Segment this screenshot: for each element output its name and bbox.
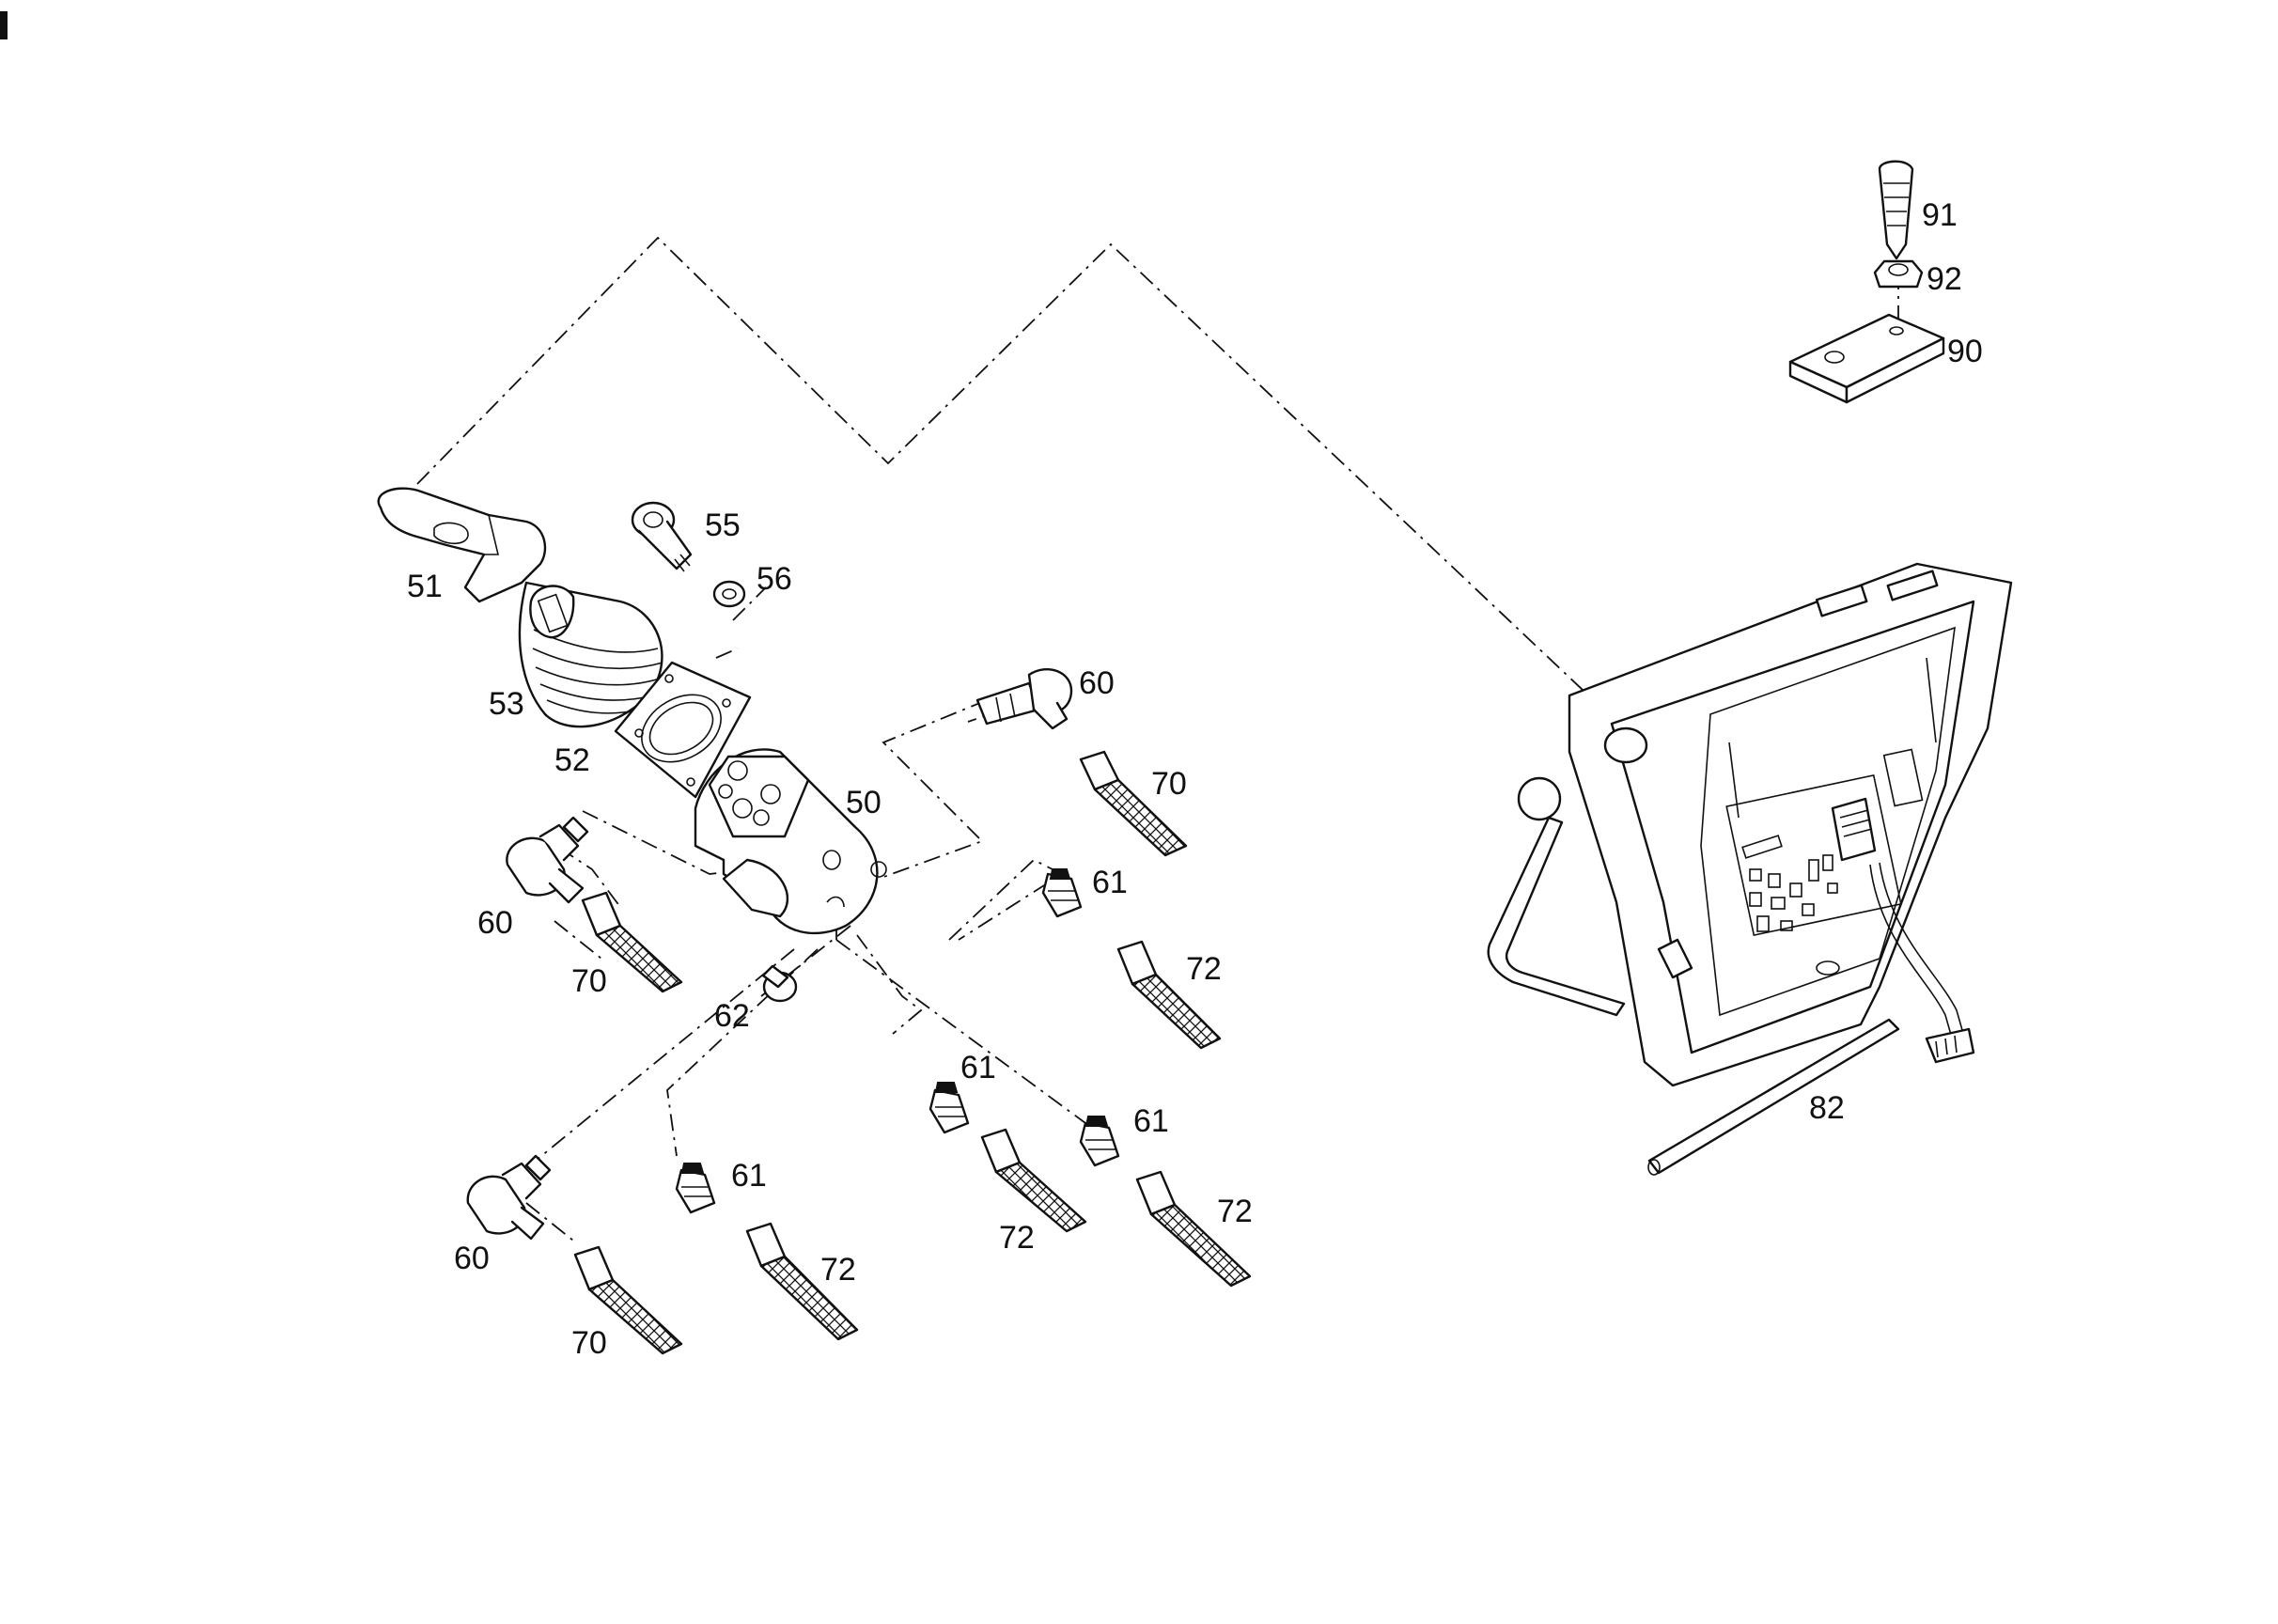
- mounting-plate-52: [614, 661, 752, 799]
- rod-82: [1647, 1018, 1900, 1176]
- elbow-fitting-60-bottom: [466, 1154, 552, 1241]
- callout-50: 50: [846, 785, 882, 820]
- callout-91: 91: [1922, 197, 1958, 233]
- nut-92: [1873, 259, 1924, 289]
- callout-60-left: 60: [477, 905, 513, 941]
- callout-70-bottom: 70: [571, 1325, 607, 1361]
- callout-72-bottom: 72: [820, 1252, 856, 1288]
- hose-70-bottom: [573, 1245, 683, 1355]
- screw-55: [631, 501, 693, 572]
- hose-72-bottom: [745, 1222, 859, 1341]
- corner-mark: [0, 11, 8, 39]
- callout-92: 92: [1927, 261, 1962, 297]
- hose-70-left: [581, 891, 683, 993]
- fitting-61-a: [1041, 868, 1083, 918]
- callout-labels: 50 51 52 53 55 56 60 60 60 61 61 61 61 6…: [407, 197, 1983, 1361]
- valve-body-50: [694, 748, 887, 935]
- hose-70-top: [1079, 750, 1188, 857]
- callout-53: 53: [489, 686, 524, 722]
- washer-56: [712, 580, 746, 608]
- callout-61-c: 61: [1133, 1103, 1169, 1139]
- hose-72-right: [1116, 940, 1222, 1050]
- fitting-61-b: [928, 1082, 970, 1134]
- knob-91: [1878, 160, 1914, 260]
- plug-62: [761, 964, 798, 1003]
- callout-62: 62: [714, 998, 750, 1034]
- callout-61-a: 61: [1092, 865, 1128, 900]
- elbow-fitting-60-left: [506, 816, 589, 904]
- joystick-handle-51: [377, 487, 547, 603]
- callout-90: 90: [1947, 334, 1983, 369]
- fitting-61-d: [675, 1163, 716, 1214]
- callout-60-bottom: 60: [454, 1241, 490, 1276]
- callout-82: 82: [1809, 1090, 1845, 1126]
- hose-72-middle: [980, 1128, 1087, 1233]
- callout-72-lower-right: 72: [1217, 1194, 1253, 1229]
- rubber-boot-53: [518, 581, 663, 728]
- assembly-leader-lines: [416, 236, 1899, 1241]
- control-box-housing: [1487, 562, 2013, 1087]
- callout-56: 56: [757, 561, 792, 597]
- hose-72-lower-right: [1135, 1170, 1252, 1288]
- elbow-fitting-60-top: [975, 667, 1073, 730]
- callout-72-middle: 72: [999, 1220, 1035, 1256]
- fitting-61-c: [1079, 1116, 1120, 1167]
- callout-70-left: 70: [571, 963, 607, 999]
- callout-55: 55: [705, 508, 741, 543]
- callout-61-d: 61: [731, 1158, 767, 1194]
- plate-90: [1788, 313, 1945, 404]
- callout-72-right: 72: [1186, 951, 1222, 987]
- callout-60-top: 60: [1079, 665, 1115, 701]
- callout-52: 52: [554, 742, 590, 778]
- callout-70-top: 70: [1151, 766, 1187, 802]
- callout-51: 51: [407, 569, 443, 604]
- callout-61-b: 61: [960, 1050, 996, 1085]
